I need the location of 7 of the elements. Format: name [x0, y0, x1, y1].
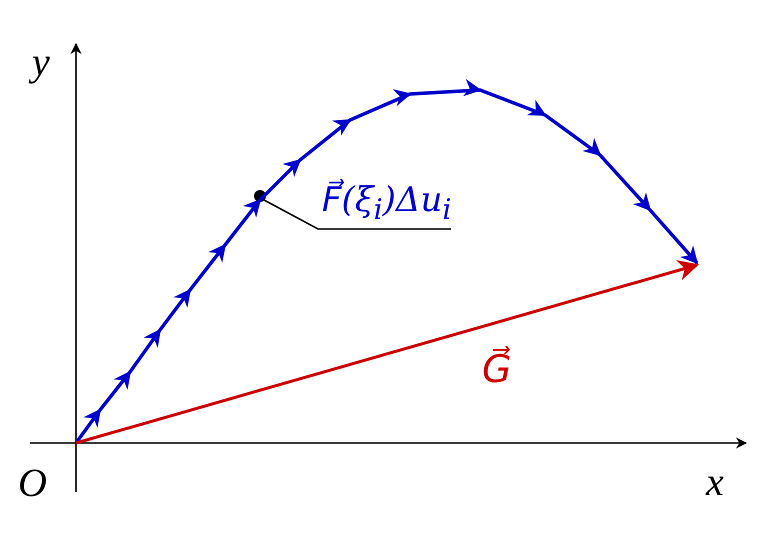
origin-label: O [18, 443, 76, 503]
vector-arrow [76, 260, 700, 444]
axis-label: x [706, 462, 724, 502]
vector-label: F⃗(ξ$_{i}$)Δu$_{i}$ [322, 178, 452, 229]
leader-line [264, 199, 451, 230]
curved-arrow-path [74, 79, 698, 444]
point-marker [254, 190, 266, 202]
